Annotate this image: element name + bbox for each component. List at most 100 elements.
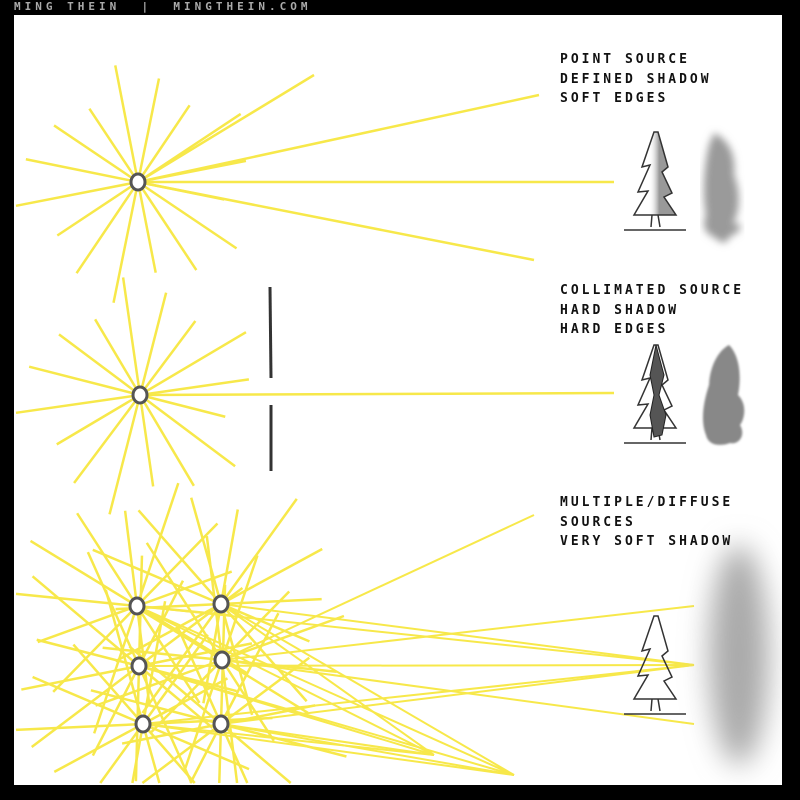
light-ray [142, 664, 695, 725]
hard-shadow-2 [702, 345, 745, 445]
light-ray [183, 659, 224, 770]
light-ray [88, 107, 140, 183]
light-ray [219, 509, 240, 605]
light-ray [139, 378, 250, 397]
tree-outline [632, 615, 678, 700]
light-ray [142, 722, 250, 771]
label-line: SOURCES [560, 514, 636, 530]
label-line: HARD EDGES [560, 322, 669, 337]
light-ray [142, 723, 196, 784]
light-ray [139, 393, 226, 418]
light-ray [131, 723, 145, 784]
tree-trunk [650, 214, 661, 228]
tree-shading [634, 132, 676, 215]
light-ray [139, 331, 247, 397]
label-line: COLLIMATED SOURCE [560, 283, 745, 298]
label-point-source: POINT SOURCE DEFINED SHADOW SOFT EDGES [560, 50, 712, 109]
light-ray [15, 180, 139, 208]
light-ray [136, 605, 435, 756]
tree-outline [632, 131, 678, 216]
light-ray [99, 723, 145, 784]
light-ray [139, 391, 615, 397]
light-source [212, 594, 230, 614]
label-line: POINT SOURCE [560, 52, 690, 67]
light-ray [21, 664, 140, 691]
light-ray [221, 514, 535, 661]
light-ray [138, 292, 168, 396]
light-source [128, 596, 146, 616]
light-ray [52, 605, 138, 693]
light-ray [221, 659, 695, 725]
light-ray [29, 539, 138, 608]
collimator-barrier-top [268, 286, 273, 379]
light-ray [136, 104, 191, 183]
light-ray [142, 723, 515, 776]
light-ray [30, 665, 140, 748]
light-ray [221, 658, 309, 714]
tree-3 [624, 615, 686, 715]
very-soft-shadow-3 [709, 545, 769, 765]
light-ray [137, 73, 315, 184]
author-name: MING THEIN [14, 0, 121, 13]
light-ray [220, 602, 310, 643]
site-name: MINGTHEIN.COM [173, 0, 312, 13]
light-ray [219, 723, 249, 784]
light-ray [94, 318, 142, 396]
header-separator: | [141, 0, 153, 13]
label-diffuse-sources: MULTIPLE/DIFFUSE SOURCES VERY SOFT SHADO… [560, 493, 733, 552]
light-ray [108, 394, 142, 515]
light-ray [220, 547, 323, 606]
light-ray [137, 93, 540, 184]
light-ray [76, 512, 139, 607]
light-ray [219, 498, 298, 605]
light-source [212, 714, 230, 734]
light-ray [138, 320, 197, 396]
light-ray [114, 65, 140, 183]
light-ray [136, 181, 157, 273]
light-ray [220, 603, 515, 776]
light-ray [176, 627, 223, 725]
light-ray [220, 656, 311, 725]
light-ray [31, 575, 140, 667]
label-line: DEFINED SHADOW [560, 71, 712, 87]
light-ray [141, 633, 209, 725]
light-ray [136, 78, 161, 183]
light-ray [220, 603, 695, 666]
light-ray [138, 665, 435, 756]
light-rays [15, 65, 695, 784]
light-ray [53, 124, 139, 184]
light-ray [137, 180, 238, 250]
light-ray [220, 723, 435, 756]
light-sources [128, 172, 231, 734]
light-ray [25, 158, 139, 184]
tree-2-hard-shadow [649, 344, 667, 438]
light-ray [220, 597, 322, 606]
tree-1 [624, 131, 686, 231]
light-source [213, 650, 231, 670]
light-ray [121, 722, 222, 745]
light-ray [123, 510, 139, 607]
light-ray [75, 181, 140, 274]
light-ray [56, 393, 141, 446]
light-source [131, 385, 149, 405]
light-ray [32, 675, 144, 726]
light-source [129, 172, 147, 192]
light-ray [220, 603, 435, 756]
diagram-art [15, 65, 769, 784]
label-line: VERY SOFT SHADOW [560, 534, 734, 549]
light-ray [220, 555, 259, 661]
light-ray [220, 723, 515, 776]
light-ray [137, 509, 222, 605]
light-ray [136, 605, 515, 776]
light-ray [121, 277, 142, 396]
label-collimated-source: COLLIMATED SOURCE HARD SHADOW HARD EDGES [560, 281, 744, 340]
label-line: HARD SHADOW [560, 302, 680, 318]
light-ray [28, 365, 141, 397]
light-ray [190, 497, 223, 605]
label-line: MULTIPLE/DIFFUSE [560, 495, 734, 510]
light-ray [72, 643, 144, 725]
light-ray [131, 603, 223, 662]
light-ray [139, 393, 236, 468]
light-ray [220, 704, 316, 726]
light-source [130, 656, 148, 676]
